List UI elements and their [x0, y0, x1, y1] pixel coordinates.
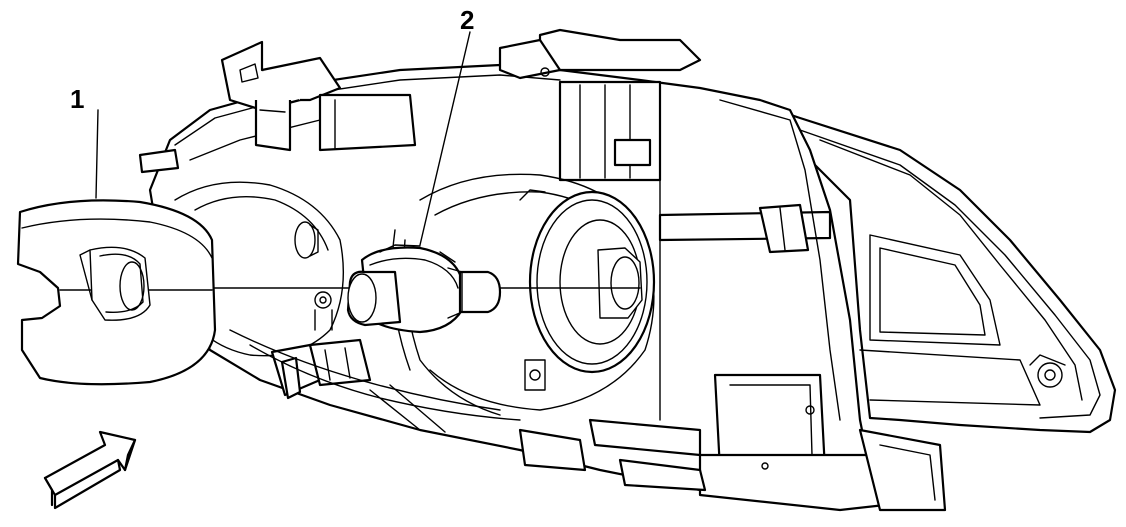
callout-2: 2 [460, 5, 475, 35]
headlamp-bulb [346, 244, 502, 334]
callout-1: 1 [70, 84, 85, 114]
front-direction-arrow [43, 430, 137, 510]
bulb-access-cover [16, 199, 217, 386]
headlamp-housing [138, 28, 1117, 512]
alignment-lines [95, 31, 641, 289]
